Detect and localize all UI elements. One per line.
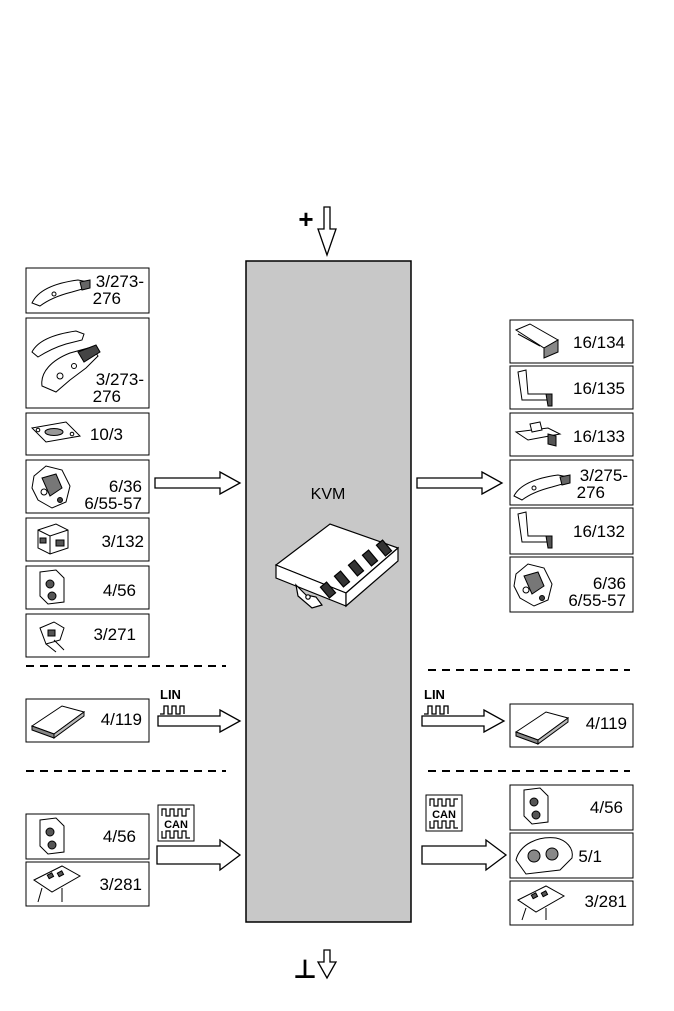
left-can-badge (157, 804, 195, 842)
left-label-door-handle-1-l2: 276 (93, 289, 121, 308)
right-can-badge (425, 794, 463, 832)
right-can-pulse-top-icon (429, 798, 458, 807)
right-lin-label: LIN (424, 687, 445, 702)
right-output-arrow (416, 470, 504, 496)
ground-out-arrow (316, 949, 338, 980)
right-box-actuator-16132 (509, 507, 634, 555)
right-can-label: CAN (432, 809, 456, 821)
left-label-module-4119: 4/119 (101, 710, 142, 729)
door-handle-icon-right (513, 474, 571, 501)
left-input-arrow (154, 470, 242, 496)
left-label-switch-271: 3/271 (93, 625, 136, 644)
left-label-door-lock-1-l2: 6/55-57 (84, 494, 142, 513)
left-lin-label: LIN (160, 687, 181, 702)
kvm-label: KVM (311, 486, 346, 503)
right-label-door-handle-3-l1: 3/275- (580, 466, 628, 485)
left-lin-arrow (157, 708, 242, 734)
actuator-lever-icon-2 (517, 511, 553, 549)
instrument-cluster-icon (515, 837, 573, 875)
right-label-door-handle-3-l2: 276 (577, 483, 605, 502)
right-lin-pulse-icon (424, 705, 449, 715)
right-lin-arrow (421, 708, 506, 734)
can-switch-pack-icon (39, 817, 65, 855)
can-switch-pack-icon-right (523, 787, 549, 825)
right-can-arrow (421, 838, 508, 872)
control-panel-icon (33, 865, 82, 903)
right-box-actuator-16135 (509, 365, 634, 410)
door-lock-icon (31, 465, 71, 509)
microswitch-icon (39, 621, 65, 653)
switch-block-icon (37, 523, 69, 555)
plus-symbol: + (298, 204, 313, 234)
right-box-door-handle-3 (509, 459, 634, 506)
right-label-actuator-16132: 16/132 (573, 522, 625, 541)
left-label-door-lock-1-l1: 6/36 (109, 477, 142, 496)
control-panel-icon-right (517, 885, 566, 921)
left-label-door-handle-2-l2: 276 (93, 387, 121, 406)
left-can-label: CAN (164, 819, 188, 831)
left-label-door-handle-1-l1: 3/273- (96, 272, 144, 291)
door-lock-icon-right (513, 563, 553, 607)
right-label-actuator-16135: 16/135 (573, 379, 625, 398)
left-label-module-456-can: 4/56 (103, 827, 136, 846)
right-label-door-lock-2-l2: 6/55-57 (568, 591, 626, 610)
door-handle-icon (31, 279, 91, 307)
switch-pack-icon (39, 569, 65, 605)
left-lin-pulse-icon (160, 705, 185, 715)
left-label-switch-132: 3/132 (101, 532, 144, 551)
right-label-actuator-16133: 16/133 (573, 427, 625, 446)
right-label-module-4119: 4/119 (586, 714, 627, 733)
power-in-arrow (317, 206, 337, 257)
door-handle-assembly-icon (31, 330, 101, 393)
right-label-module-456-can: 4/56 (590, 798, 623, 817)
right-label-module-3281: 3/281 (584, 892, 627, 911)
left-can-pulse-bottom-icon (161, 830, 190, 839)
left-can-arrow (156, 838, 242, 872)
left-can-pulse-top-icon (161, 808, 190, 817)
actuator-bracket-icon (514, 323, 560, 359)
right-label-module-51: 5/1 (578, 847, 602, 866)
kvm-control-unit-icon (274, 523, 400, 609)
lin-module-icon (30, 705, 86, 739)
actuator-rod-icon (514, 421, 562, 447)
actuator-lever-icon (517, 369, 553, 407)
right-label-actuator-16134: 16/134 (573, 333, 625, 352)
right-label-door-lock-2-l1: 6/36 (593, 574, 626, 593)
left-label-door-handle-2-l1: 3/273- (96, 370, 144, 389)
left-label-switch-456: 4/56 (103, 581, 136, 600)
ground-symbol: ⊥ (293, 954, 317, 984)
lin-module-icon-right (514, 711, 570, 745)
left-label-lock-cylinder: 10/3 (90, 425, 123, 444)
lock-cylinder-icon (30, 421, 82, 443)
left-label-module-3281: 3/281 (99, 875, 142, 894)
right-can-pulse-bottom-icon (429, 820, 458, 829)
